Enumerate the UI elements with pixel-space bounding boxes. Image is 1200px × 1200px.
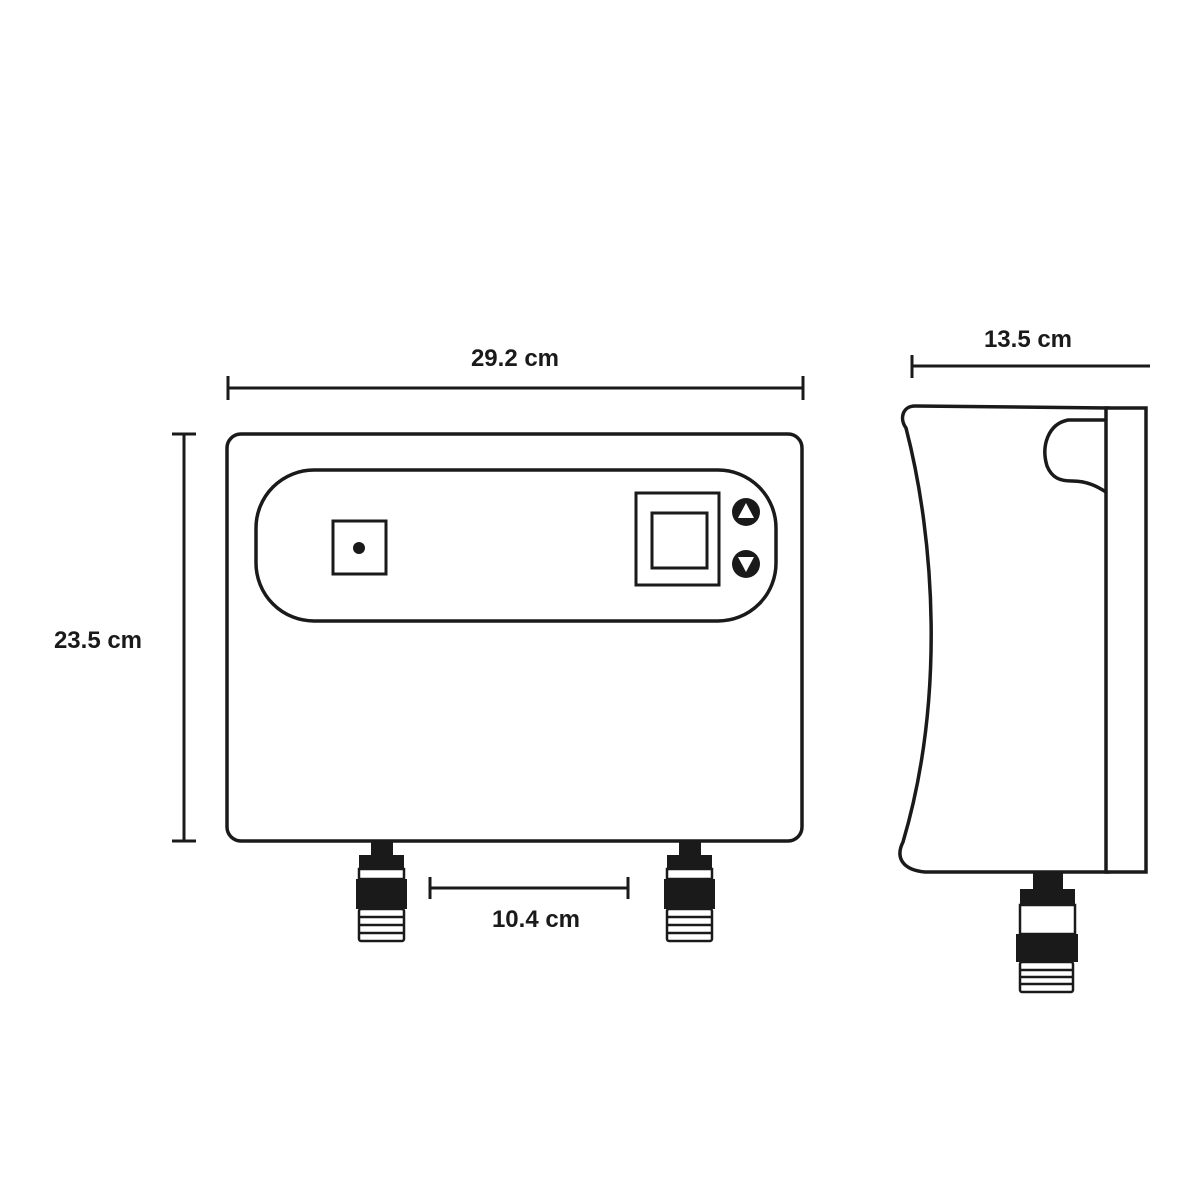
fitting-spacing-label: 10.4 cm [492,906,580,933]
depth-label: 13.5 cm [984,326,1072,353]
height-dimension: 23.5 cm [54,432,196,843]
down-button [732,550,760,578]
fitting-spacing-dimension: 10.4 cm [428,877,630,933]
triangle-up-icon [738,503,754,518]
width-label: 29.2 cm [471,345,559,372]
left-water-fitting [356,841,407,943]
indicator-dot-icon [353,542,365,554]
width-dimension: 29.2 cm [226,345,805,400]
depth-dimension: 13.5 cm [910,326,1150,378]
triangle-down-icon [738,557,754,572]
handle-notch [1043,418,1107,494]
control-panel [254,468,778,623]
height-label: 23.5 cm [54,627,142,654]
front-view [225,432,804,943]
mounting-plate [1104,406,1148,874]
side-view [898,404,1148,994]
side-body [898,404,1110,874]
display-screen [634,491,721,587]
up-button [732,498,760,526]
right-water-fitting [664,841,715,943]
power-indicator [331,519,388,576]
side-water-fitting [1016,872,1078,994]
